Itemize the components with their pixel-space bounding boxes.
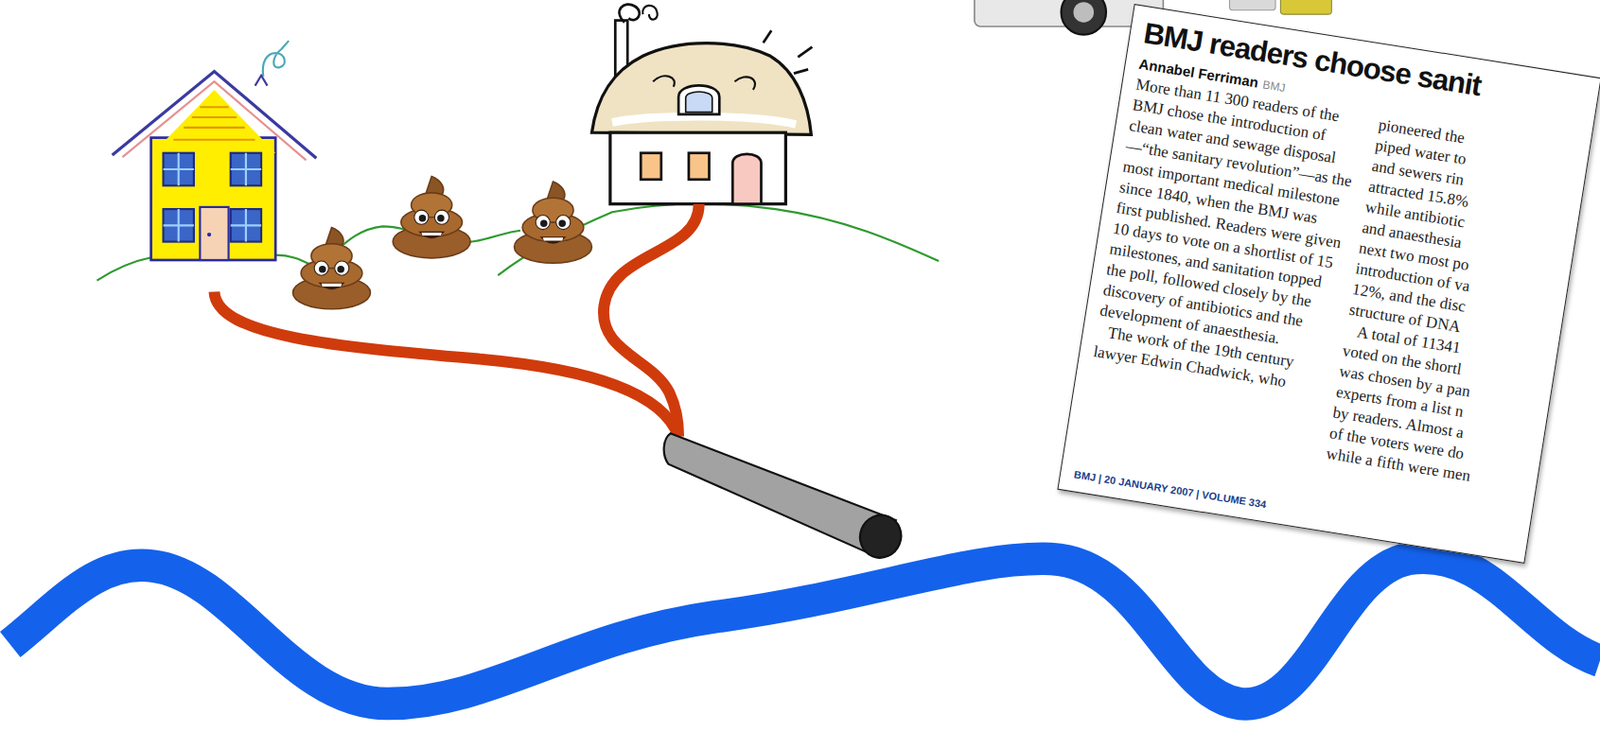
door-knob — [207, 232, 211, 237]
cottage-roof — [591, 43, 811, 136]
yellow-house — [112, 40, 317, 261]
poop-emoji — [392, 176, 471, 259]
left-column: Annabel FerrimanBMJMore than 11 300 read… — [1081, 55, 1367, 462]
dormer-glass — [685, 91, 713, 113]
car-part — [1280, 0, 1332, 15]
car-wheel — [1061, 0, 1107, 36]
house-wall — [151, 138, 277, 261]
house-gable — [153, 89, 276, 154]
house-door — [199, 207, 229, 261]
column-row: Annabel FerrimanBMJMore than 11 300 read… — [1081, 55, 1580, 496]
house-roof — [122, 81, 306, 160]
cottage-door — [732, 154, 761, 205]
house-roof — [112, 70, 317, 159]
cottage-window — [640, 153, 662, 180]
chimney-smoke — [619, 4, 640, 23]
cottage-window — [688, 153, 710, 180]
hill-line — [96, 257, 153, 282]
river — [10, 558, 1600, 705]
roof-trim — [612, 116, 796, 124]
poop-emoji — [514, 181, 593, 264]
article-paragraph: More than 11 300 readers of the BMJ chos… — [1098, 74, 1364, 358]
drain-pipe — [603, 204, 700, 438]
poop-emoji — [293, 227, 371, 309]
news-clipping: BMJ readers choose sanitAnnabel Ferriman… — [1056, 3, 1600, 564]
cottage-house — [591, 4, 812, 205]
journal-footer: BMJ | 20 JANUARY 2007 | VOLUME 334 — [1072, 468, 1267, 510]
author-affiliation: BMJ — [1262, 77, 1287, 95]
chimney-smoke — [642, 5, 658, 20]
roof-vent — [255, 75, 268, 87]
wheel-hub — [1072, 1, 1094, 23]
chimney-smoke — [263, 40, 289, 77]
cottage-wall — [610, 132, 786, 204]
right-column: pioneered thepiped water toand sewers ri… — [1324, 93, 1567, 493]
gable-lines — [173, 106, 255, 141]
dormer-window — [678, 85, 720, 114]
pipe-opening — [853, 509, 908, 564]
car-part — [1229, 0, 1276, 11]
motion-marks — [763, 30, 813, 73]
